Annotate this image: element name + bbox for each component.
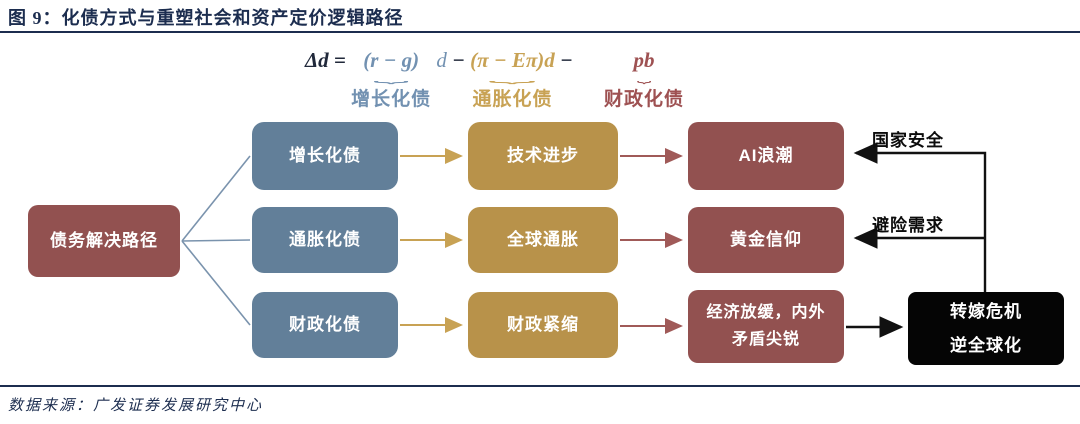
node-label-line2: 矛盾尖锐 bbox=[731, 330, 800, 348]
formula-growth-d: d bbox=[431, 47, 452, 74]
node-label: 通胀化债 bbox=[289, 229, 361, 249]
formula-inflation-term: (π − Eπ)d ⏟ 通胀化债 bbox=[470, 47, 555, 111]
fiscal-underbrace: ⏟ bbox=[636, 68, 652, 84]
minus-1-text: − bbox=[452, 48, 471, 72]
debt-dynamics-formula: Δd = (r − g) ⏟ 增长化债 d − (π − Eπ)d ⏟ 通胀化债… bbox=[305, 47, 684, 111]
growth-underbrace: ⏟ bbox=[373, 68, 409, 84]
formula-growth-term: (r − g) ⏟ 增长化债 bbox=[351, 47, 431, 111]
root-fan-lines bbox=[181, 155, 251, 326]
inflation-underbrace: ⏟ bbox=[488, 68, 537, 84]
node-inflation-debt-resolution: 通胀化债 bbox=[252, 207, 398, 273]
node-crisis-transfer-deglobalization: 转嫁危机 逆全球化 bbox=[908, 292, 1064, 365]
node-gold-belief: 黄金信仰 bbox=[688, 207, 844, 273]
formula-fiscal-term: pb ⏟ 财政化债 bbox=[604, 47, 684, 111]
fiscal-term-label: 财政化债 bbox=[604, 89, 685, 110]
node-label: 财政紧缩 bbox=[507, 314, 579, 334]
label-national-security: 国家安全 bbox=[872, 131, 944, 150]
formula-minus-2: − bbox=[555, 47, 578, 74]
node-label: 全球通胀 bbox=[507, 229, 579, 249]
minus-2-text: − bbox=[554, 48, 579, 72]
inflation-term-label: 通胀化债 bbox=[472, 89, 553, 110]
node-root-label: 债务解决路径 bbox=[50, 230, 158, 250]
node-label-line2: 逆全球化 bbox=[950, 335, 1022, 355]
bottom-divider bbox=[0, 385, 1080, 387]
growth-term-label: 增长化债 bbox=[351, 89, 432, 110]
node-label: 财政化债 bbox=[289, 314, 361, 334]
inflation-term-math: (π − Eπ)d bbox=[470, 48, 555, 72]
data-source: 数据来源：广发证券发展研究中心 bbox=[8, 398, 264, 414]
node-label-line1: 经济放缓，内外 bbox=[706, 304, 826, 322]
growth-term-math: (r − g) bbox=[363, 48, 420, 72]
formula-lhs: Δd = bbox=[305, 47, 351, 74]
formula-minus-1: − bbox=[452, 47, 470, 74]
label-safe-haven-demand: 避险需求 bbox=[872, 216, 944, 235]
node-label: AI浪潮 bbox=[738, 145, 794, 165]
formula-lhs-text: Δd = bbox=[305, 48, 352, 72]
node-label: 增长化债 bbox=[289, 145, 361, 165]
node-growth-debt-resolution: 增长化债 bbox=[252, 122, 398, 190]
node-ai-wave: AI浪潮 bbox=[688, 122, 844, 190]
node-economic-slowdown: 经济放缓，内外 矛盾尖锐 bbox=[688, 290, 844, 363]
figure-title: 图 9：化债方式与重塑社会和资产定价逻辑路径 bbox=[8, 8, 404, 28]
node-technological-progress: 技术进步 bbox=[468, 122, 618, 190]
node-global-inflation: 全球通胀 bbox=[468, 207, 618, 273]
node-fiscal-austerity: 财政紧缩 bbox=[468, 292, 618, 358]
top-divider bbox=[0, 31, 1080, 33]
node-label-line1: 转嫁危机 bbox=[950, 301, 1022, 321]
growth-d-text: d bbox=[431, 48, 453, 72]
gold-arrows bbox=[400, 148, 463, 333]
node-label: 技术进步 bbox=[507, 145, 579, 165]
node-label: 黄金信仰 bbox=[730, 229, 802, 249]
node-root-debt-resolution-path: 债务解决路径 bbox=[28, 205, 180, 277]
red-arrows bbox=[620, 148, 683, 334]
fiscal-term-math: pb bbox=[633, 48, 655, 72]
node-fiscal-debt-resolution: 财政化债 bbox=[252, 292, 398, 358]
